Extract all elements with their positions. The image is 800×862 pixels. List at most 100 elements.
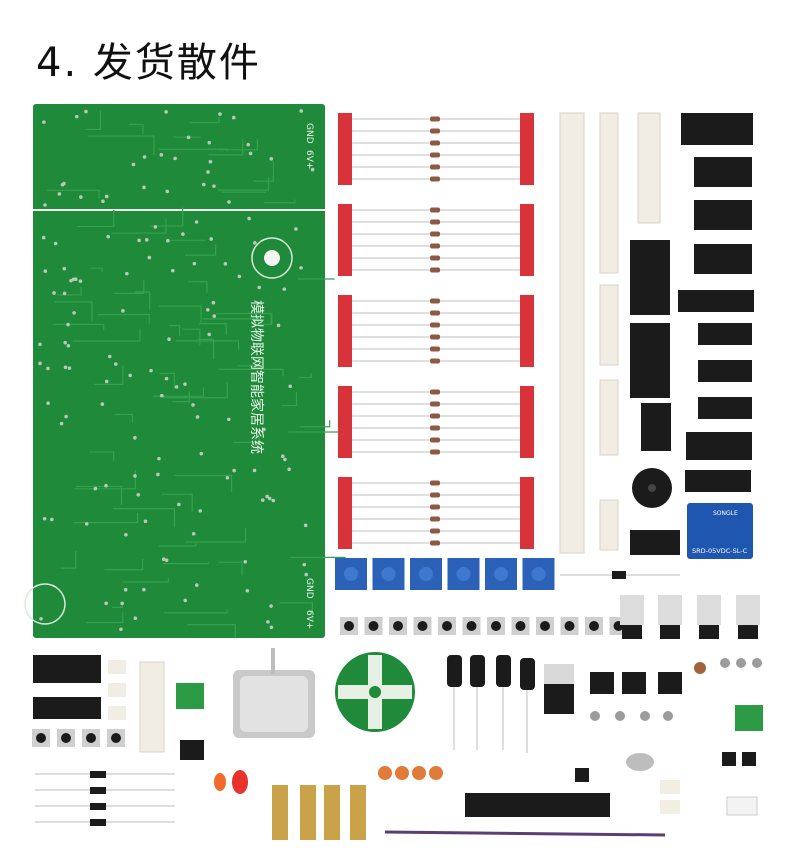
pcb-trace [233, 436, 261, 443]
tactile-cap [491, 621, 501, 631]
pin-header-small [108, 706, 126, 720]
resistor-tape-left [338, 386, 352, 458]
pcb-pad [267, 496, 272, 501]
pcb-pad [78, 279, 83, 283]
pcb-trace [237, 365, 263, 372]
pcb-pad [247, 216, 251, 221]
pcb-pad [104, 483, 108, 488]
ic-package [694, 200, 752, 230]
pcb-pad [253, 241, 257, 245]
female-header-strip [465, 793, 610, 817]
pcb-pad [39, 616, 43, 621]
pcb-trace [198, 338, 215, 360]
pcb-pad [79, 195, 83, 199]
pcb-pad [46, 366, 50, 371]
resistor-tape-right [520, 386, 534, 458]
electrolytic-cap [447, 655, 462, 687]
pin-header [637, 112, 661, 224]
pcb-trace [87, 135, 155, 155]
pcb-pad [227, 417, 231, 422]
pcb-pad [159, 153, 164, 157]
pcb-pad [231, 115, 236, 120]
resistor-body [430, 540, 440, 546]
push-switch [658, 595, 682, 625]
pcb-pad [120, 601, 124, 606]
resistor-tape-left [338, 477, 352, 549]
pcb-pad [133, 616, 138, 621]
ic-package [686, 432, 752, 460]
resistor-body [430, 116, 440, 122]
pcb-pad [302, 562, 307, 567]
pcb-pad [191, 403, 195, 407]
photoresistor [694, 662, 706, 674]
pcb-pad [194, 583, 199, 587]
push-switch-base [738, 625, 758, 639]
pcb-pad [160, 393, 164, 398]
pcb-trace [208, 139, 244, 156]
pcb-trace [111, 218, 167, 234]
resistor-tape-right [520, 204, 534, 276]
pcb-trace [174, 474, 233, 493]
pcb-pad [266, 620, 270, 624]
tactile-cap [515, 621, 526, 631]
connector-white [726, 796, 758, 816]
pcb-pad [265, 494, 269, 499]
pcb-pad [67, 366, 72, 370]
optocouplers [660, 780, 680, 814]
pcb-pad [62, 291, 67, 296]
pcb-pad [205, 308, 210, 312]
pcb-pad [142, 587, 146, 592]
resistor-tape-right [520, 477, 534, 549]
pcb-pad [59, 421, 64, 426]
pcb-pad [50, 517, 54, 522]
pcb-pad [209, 237, 214, 241]
pcb-trace [172, 391, 190, 403]
pcb-pad [183, 382, 187, 386]
diode-body [612, 571, 626, 579]
pcb-trace [86, 611, 124, 624]
pcb-trace [94, 365, 124, 386]
pcb-trace [256, 312, 273, 325]
buzzer [632, 468, 672, 508]
pcb-pad [281, 454, 285, 459]
pcb-label-6v-bottom: 6V+ [304, 610, 314, 629]
pcb-pad [69, 278, 73, 283]
relay-brand: SONGLE [713, 510, 738, 517]
pcb-pad [143, 519, 148, 524]
pcb-trace [217, 139, 259, 151]
pcb-pad [310, 167, 315, 172]
ic-package [33, 655, 101, 683]
resistor-tapes [338, 113, 534, 549]
pcb-pad [183, 598, 188, 603]
resistor-tape-left [338, 113, 352, 185]
terminal-blocks [176, 240, 763, 731]
pcb-pad [173, 156, 177, 161]
pcb-pad [167, 337, 171, 342]
pcb-pad [73, 277, 78, 281]
pcb-trace [202, 318, 259, 326]
pcb-pad [211, 300, 216, 305]
pcb-pad [63, 365, 68, 370]
pcb-pad [153, 225, 158, 229]
pin-header-small [108, 660, 126, 674]
resistor-body [430, 267, 440, 273]
trimmer-knob [531, 567, 546, 581]
brass-standoffs [272, 785, 366, 840]
pcb-trace [149, 207, 184, 227]
pcb-trace [185, 527, 247, 543]
pcb-pad [299, 109, 304, 113]
pcb-pad [282, 287, 287, 291]
pcb-trace [163, 562, 210, 565]
pcb-pad [60, 183, 65, 187]
slide-switches [180, 672, 682, 760]
pcb-trace [76, 485, 123, 506]
pcb-pad [212, 184, 216, 188]
pcb-trace [114, 279, 145, 294]
pcb-pad [269, 157, 274, 161]
pcb-trace [221, 191, 266, 193]
resistor-body [430, 322, 440, 328]
pcb-pad [106, 234, 110, 239]
diode-body [90, 787, 106, 794]
screws [590, 658, 762, 721]
push-switches [620, 595, 760, 639]
